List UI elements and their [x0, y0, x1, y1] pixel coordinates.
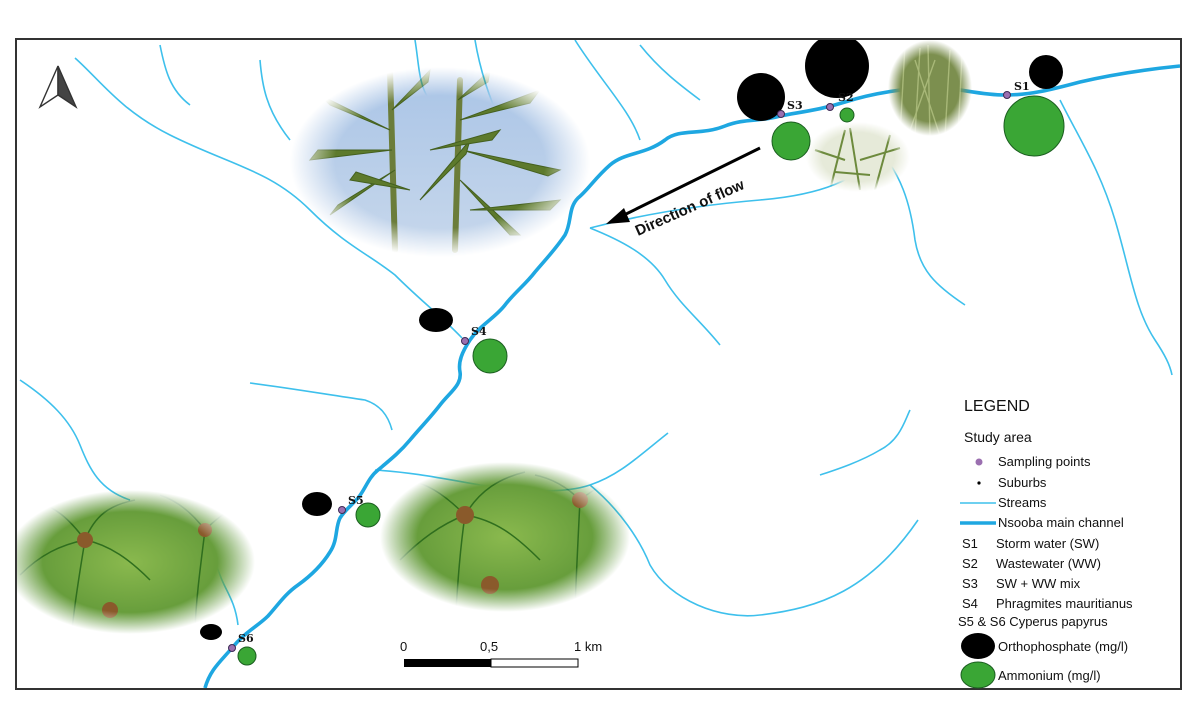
ammonium-circle-s5	[355, 502, 381, 528]
reed-photo-small	[888, 40, 973, 137]
legend-code-s3: S3 SW + WW mix	[958, 576, 1080, 591]
sampling-point-s1	[1003, 91, 1011, 99]
legend-subtitle: Study area	[964, 429, 1032, 445]
stream	[19, 379, 131, 501]
legend-code-desc: SW + WW mix	[996, 576, 1081, 591]
legend-s5s6-label: S5 & S6 Cyperus papyrus	[958, 614, 1108, 629]
legend-code: S3	[962, 576, 978, 591]
scale-tick-half: 0,5	[480, 639, 498, 654]
scale-tick-1km: 1 km	[574, 639, 602, 654]
stream	[589, 227, 721, 346]
site-label-s4: S4	[471, 325, 487, 338]
site-label-s6: S6	[238, 632, 254, 645]
ammonium-circle-s1	[1003, 95, 1065, 157]
ammonium-circle-s4	[472, 338, 508, 374]
legend-code-desc: Wastewater (WW)	[996, 556, 1101, 571]
phragmites-photo	[290, 67, 590, 257]
ammonium-symbol-icon	[960, 661, 996, 689]
site-label-s1: S1	[1014, 80, 1030, 93]
legend-code: S2	[962, 556, 978, 571]
legend-code-s2: S2 Wastewater (WW)	[958, 556, 1101, 571]
orthophosphate-circle-s1	[1029, 55, 1063, 89]
legend-suburbs-label: Suburbs	[998, 475, 1047, 490]
stream-line-icon	[960, 502, 996, 504]
ammonium-circle-s6	[237, 646, 257, 666]
main-channel-line-icon	[960, 521, 996, 525]
site-markers: S1 S2 S3 S4 S5 S6	[200, 40, 1065, 666]
legend-code-s1: S1 Storm water (SW)	[958, 536, 1099, 551]
sampling-point-s5	[338, 506, 346, 514]
papyrus-photo-centre	[380, 462, 630, 612]
main-channel	[203, 64, 1180, 688]
legend-ammonium-label: Ammonium (mg/l)	[998, 668, 1101, 683]
orthophosphate-circle-s6	[200, 624, 222, 640]
orthophosphate-symbol-icon	[961, 633, 995, 659]
legend-sampling-points-label: Sampling points	[998, 454, 1091, 469]
legend-code-desc: Phragmites mauritianus	[996, 596, 1133, 611]
legend-code: S1	[962, 536, 978, 551]
legend-code: S4	[962, 596, 978, 611]
legend-main-channel-label: Nsooba main channel	[998, 515, 1124, 530]
ammonium-circle-s3	[771, 121, 811, 161]
orthophosphate-circle-s5	[302, 492, 332, 516]
site-label-s5: S5	[348, 494, 364, 507]
legend-code-s5-s6: S5 & S6 Cyperus papyrus	[958, 614, 1108, 629]
scale-tick-0: 0	[400, 639, 407, 654]
legend-title: LEGEND	[964, 398, 1030, 415]
orthophosphate-circle-s3	[737, 73, 785, 121]
flow-direction-label: Direction of flow	[633, 176, 748, 239]
stream	[159, 44, 191, 106]
stream	[1059, 99, 1173, 376]
flow-direction-arrow: Direction of flow	[606, 146, 761, 240]
site-label-s2: S2	[838, 91, 854, 104]
north-arrow-icon	[38, 65, 78, 109]
site-label-s3: S3	[787, 99, 803, 112]
legend-streams-label: Streams	[998, 495, 1047, 510]
legend-orthophosphate-label: Orthophosphate (mg/l)	[998, 639, 1129, 654]
legend-code-s4: S4 Phragmites mauritianus	[958, 596, 1133, 611]
orthophosphate-circle-s2	[805, 40, 869, 98]
stream	[819, 409, 911, 476]
sampling-point-icon	[975, 458, 983, 466]
stream	[259, 59, 291, 141]
sampling-point-s6	[228, 644, 236, 652]
stream	[249, 382, 393, 431]
orthophosphate-circle-s4	[419, 308, 453, 332]
reed-photo-lower	[806, 122, 910, 192]
legend-code-desc: Storm water (SW)	[996, 536, 1100, 551]
stream	[574, 40, 641, 141]
papyrus-photo-left	[17, 490, 255, 635]
sampling-point-s4	[461, 337, 469, 345]
stream	[589, 484, 919, 617]
suburb-dot-icon	[977, 481, 981, 485]
scale-bar: 0 0,5 1 km	[400, 639, 602, 668]
ammonium-circle-s2	[839, 107, 855, 123]
sampling-point-s2	[826, 103, 834, 111]
stream	[639, 44, 701, 101]
sampling-point-s3	[777, 110, 785, 118]
